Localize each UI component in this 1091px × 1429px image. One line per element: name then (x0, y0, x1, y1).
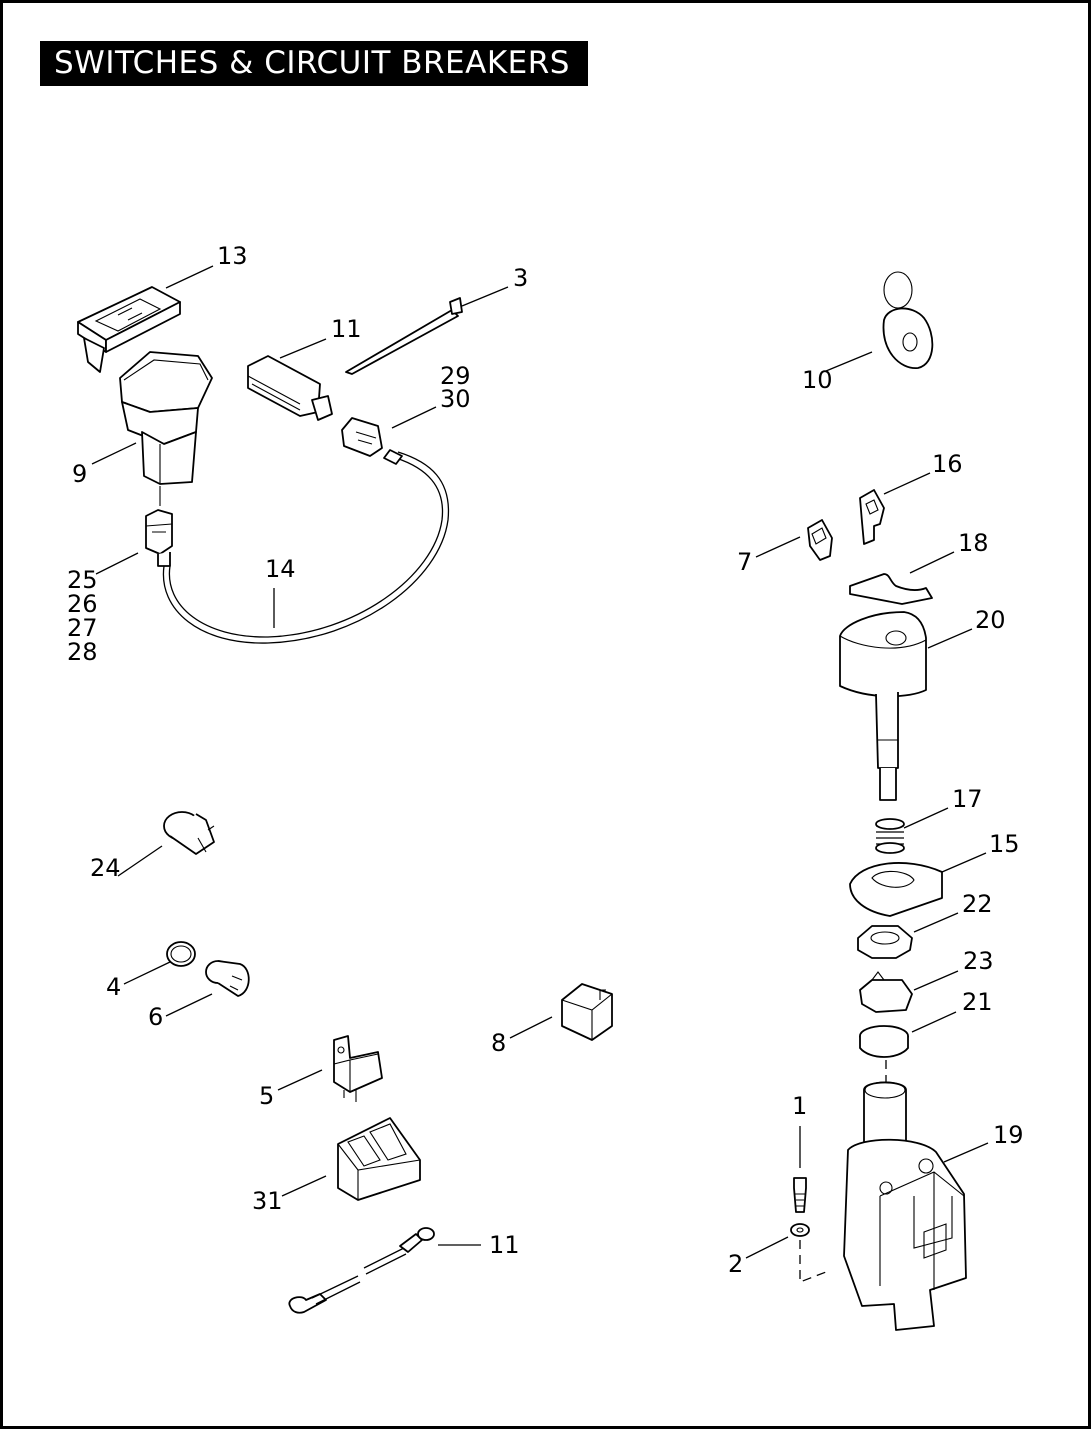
callout-2: 2 (728, 1250, 743, 1278)
callout-8: 8 (491, 1029, 506, 1057)
part-6-switch (205, 960, 250, 997)
callout-9: 9 (72, 460, 87, 488)
part-19-switch-body (843, 1081, 967, 1331)
callout-11: 11 (331, 315, 362, 343)
callout-30: 30 (440, 385, 471, 413)
part-7-key (807, 519, 833, 561)
part-25-connector (145, 509, 173, 567)
part-8-relay (561, 983, 613, 1041)
part-3-cable-tie (345, 297, 463, 375)
callout-6: 6 (148, 1003, 163, 1031)
callout-21: 21 (962, 988, 993, 1016)
callout-18: 18 (958, 529, 989, 557)
callout-3: 3 (513, 264, 528, 292)
callout-15: 15 (989, 830, 1020, 858)
screw-alignment-line (799, 1240, 827, 1283)
callout-28: 28 (67, 638, 98, 666)
callout-11-cable: 11 (489, 1231, 520, 1259)
part-29-plug (341, 417, 383, 457)
callout-7: 7 (737, 548, 752, 576)
part-20-cap (839, 611, 927, 801)
callout-19: 19 (993, 1121, 1024, 1149)
page-title: SWITCHES & CIRCUIT BREAKERS (40, 41, 588, 86)
part-11-connector-housing (247, 355, 333, 421)
leader-lines (91, 265, 989, 1259)
part-9-housing (119, 351, 213, 506)
callout-22: 22 (962, 890, 993, 918)
callout-29: 29 (440, 362, 471, 390)
part-11-battery-cable (288, 1227, 435, 1314)
part-21-ring (859, 1025, 909, 1058)
part-17-spring (875, 818, 905, 854)
part-5-relay (333, 1035, 383, 1102)
part-16-key (859, 489, 885, 545)
callout-14: 14 (265, 555, 296, 583)
part-22-nut (857, 925, 913, 959)
callout-4: 4 (106, 973, 121, 1001)
part-13-bracket (77, 286, 181, 373)
callout-27: 27 (67, 614, 98, 642)
part-1-screw (793, 1177, 807, 1213)
callout-25: 25 (67, 566, 98, 594)
part-24-switch (163, 811, 215, 855)
callout-numbers: 13 3 11 29 30 9 25 26 27 28 14 10 16 7 1… (67, 242, 1024, 1278)
callout-10: 10 (802, 366, 833, 394)
callout-5: 5 (259, 1082, 274, 1110)
callout-23: 23 (963, 947, 994, 975)
part-31-relay-bracket (337, 1117, 421, 1201)
callout-26: 26 (67, 590, 98, 618)
callout-17: 17 (952, 785, 983, 813)
callout-31: 31 (252, 1187, 283, 1215)
part-4-o-ring (166, 941, 196, 967)
callout-13: 13 (217, 242, 248, 270)
callout-24: 24 (90, 854, 121, 882)
callout-20: 20 (975, 606, 1006, 634)
part-23-ring (859, 971, 913, 1013)
part-2-washer (790, 1223, 810, 1237)
part-14-harness (162, 449, 450, 644)
part-18-plate (849, 573, 933, 605)
callout-1: 1 (792, 1092, 807, 1120)
part-10-key-tag (882, 271, 934, 369)
part-15-plate (849, 862, 943, 917)
callout-16: 16 (932, 450, 963, 478)
